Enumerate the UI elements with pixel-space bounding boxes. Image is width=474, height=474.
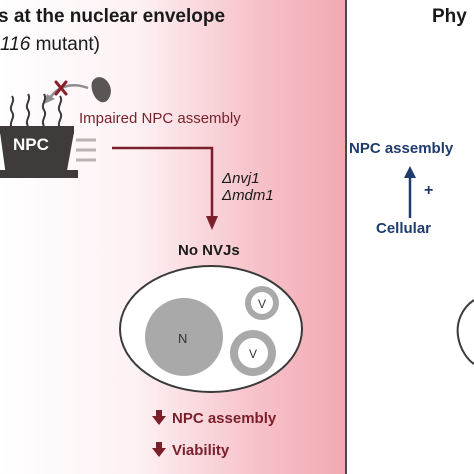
right-cell-outline <box>456 299 474 365</box>
nucleus-label: N <box>178 331 188 346</box>
pathway-arrow <box>112 146 214 218</box>
nuclear-membrane <box>76 138 96 162</box>
pathway-arrow-head <box>206 216 218 230</box>
panel-divider <box>345 0 347 474</box>
deletion-mdm1: Δmdm1 <box>222 187 274 204</box>
curved-arrow-head <box>44 94 55 104</box>
impaired-npc-label: Impaired NPC assembly <box>79 110 241 127</box>
right-panel-title: Phy <box>432 6 467 27</box>
vacuole-label-1: V <box>258 297 267 311</box>
npc-top-bar <box>0 126 74 134</box>
result-viability: Viability <box>152 442 229 459</box>
nucleus <box>145 298 223 376</box>
upward-arrow-head <box>404 166 416 178</box>
blocked-x-icon <box>54 80 68 96</box>
subtitle-rest: mutant) <box>30 34 100 55</box>
vacuole-2 <box>238 338 268 368</box>
result-1-text: NPC assembly <box>172 410 277 427</box>
right-panel <box>347 0 474 474</box>
subtitle-italic: 116 <box>0 34 31 55</box>
npc-bottom-bar <box>0 170 78 178</box>
right-cellular: Cellular <box>376 220 432 237</box>
npc-label: NPC <box>13 135 49 154</box>
left-panel-subtitle: 116 mutant) <box>0 34 100 56</box>
result-2-text: Viability <box>172 442 230 459</box>
decrease-arrow-icon <box>152 410 166 425</box>
decrease-arrow-icon <box>152 442 166 457</box>
left-panel-title: s at the nuclear envelope <box>0 6 226 27</box>
left-panel <box>0 0 345 474</box>
curved-arrow <box>48 84 89 99</box>
plus-sign: + <box>424 182 434 199</box>
vacuole-label-2: V <box>249 347 258 361</box>
result-npc-assembly: NPC assembly <box>152 410 276 427</box>
npc-body <box>0 132 74 176</box>
fg-repeat-squiggles <box>9 93 63 129</box>
deletion-nvj1: Δnvj1 <box>222 170 260 187</box>
protein-blob-icon <box>91 77 111 103</box>
right-npc-assembly: NPC assembly <box>349 140 454 157</box>
no-nvjs-label: No NVJs <box>178 242 240 259</box>
vacuole-1 <box>251 292 273 314</box>
